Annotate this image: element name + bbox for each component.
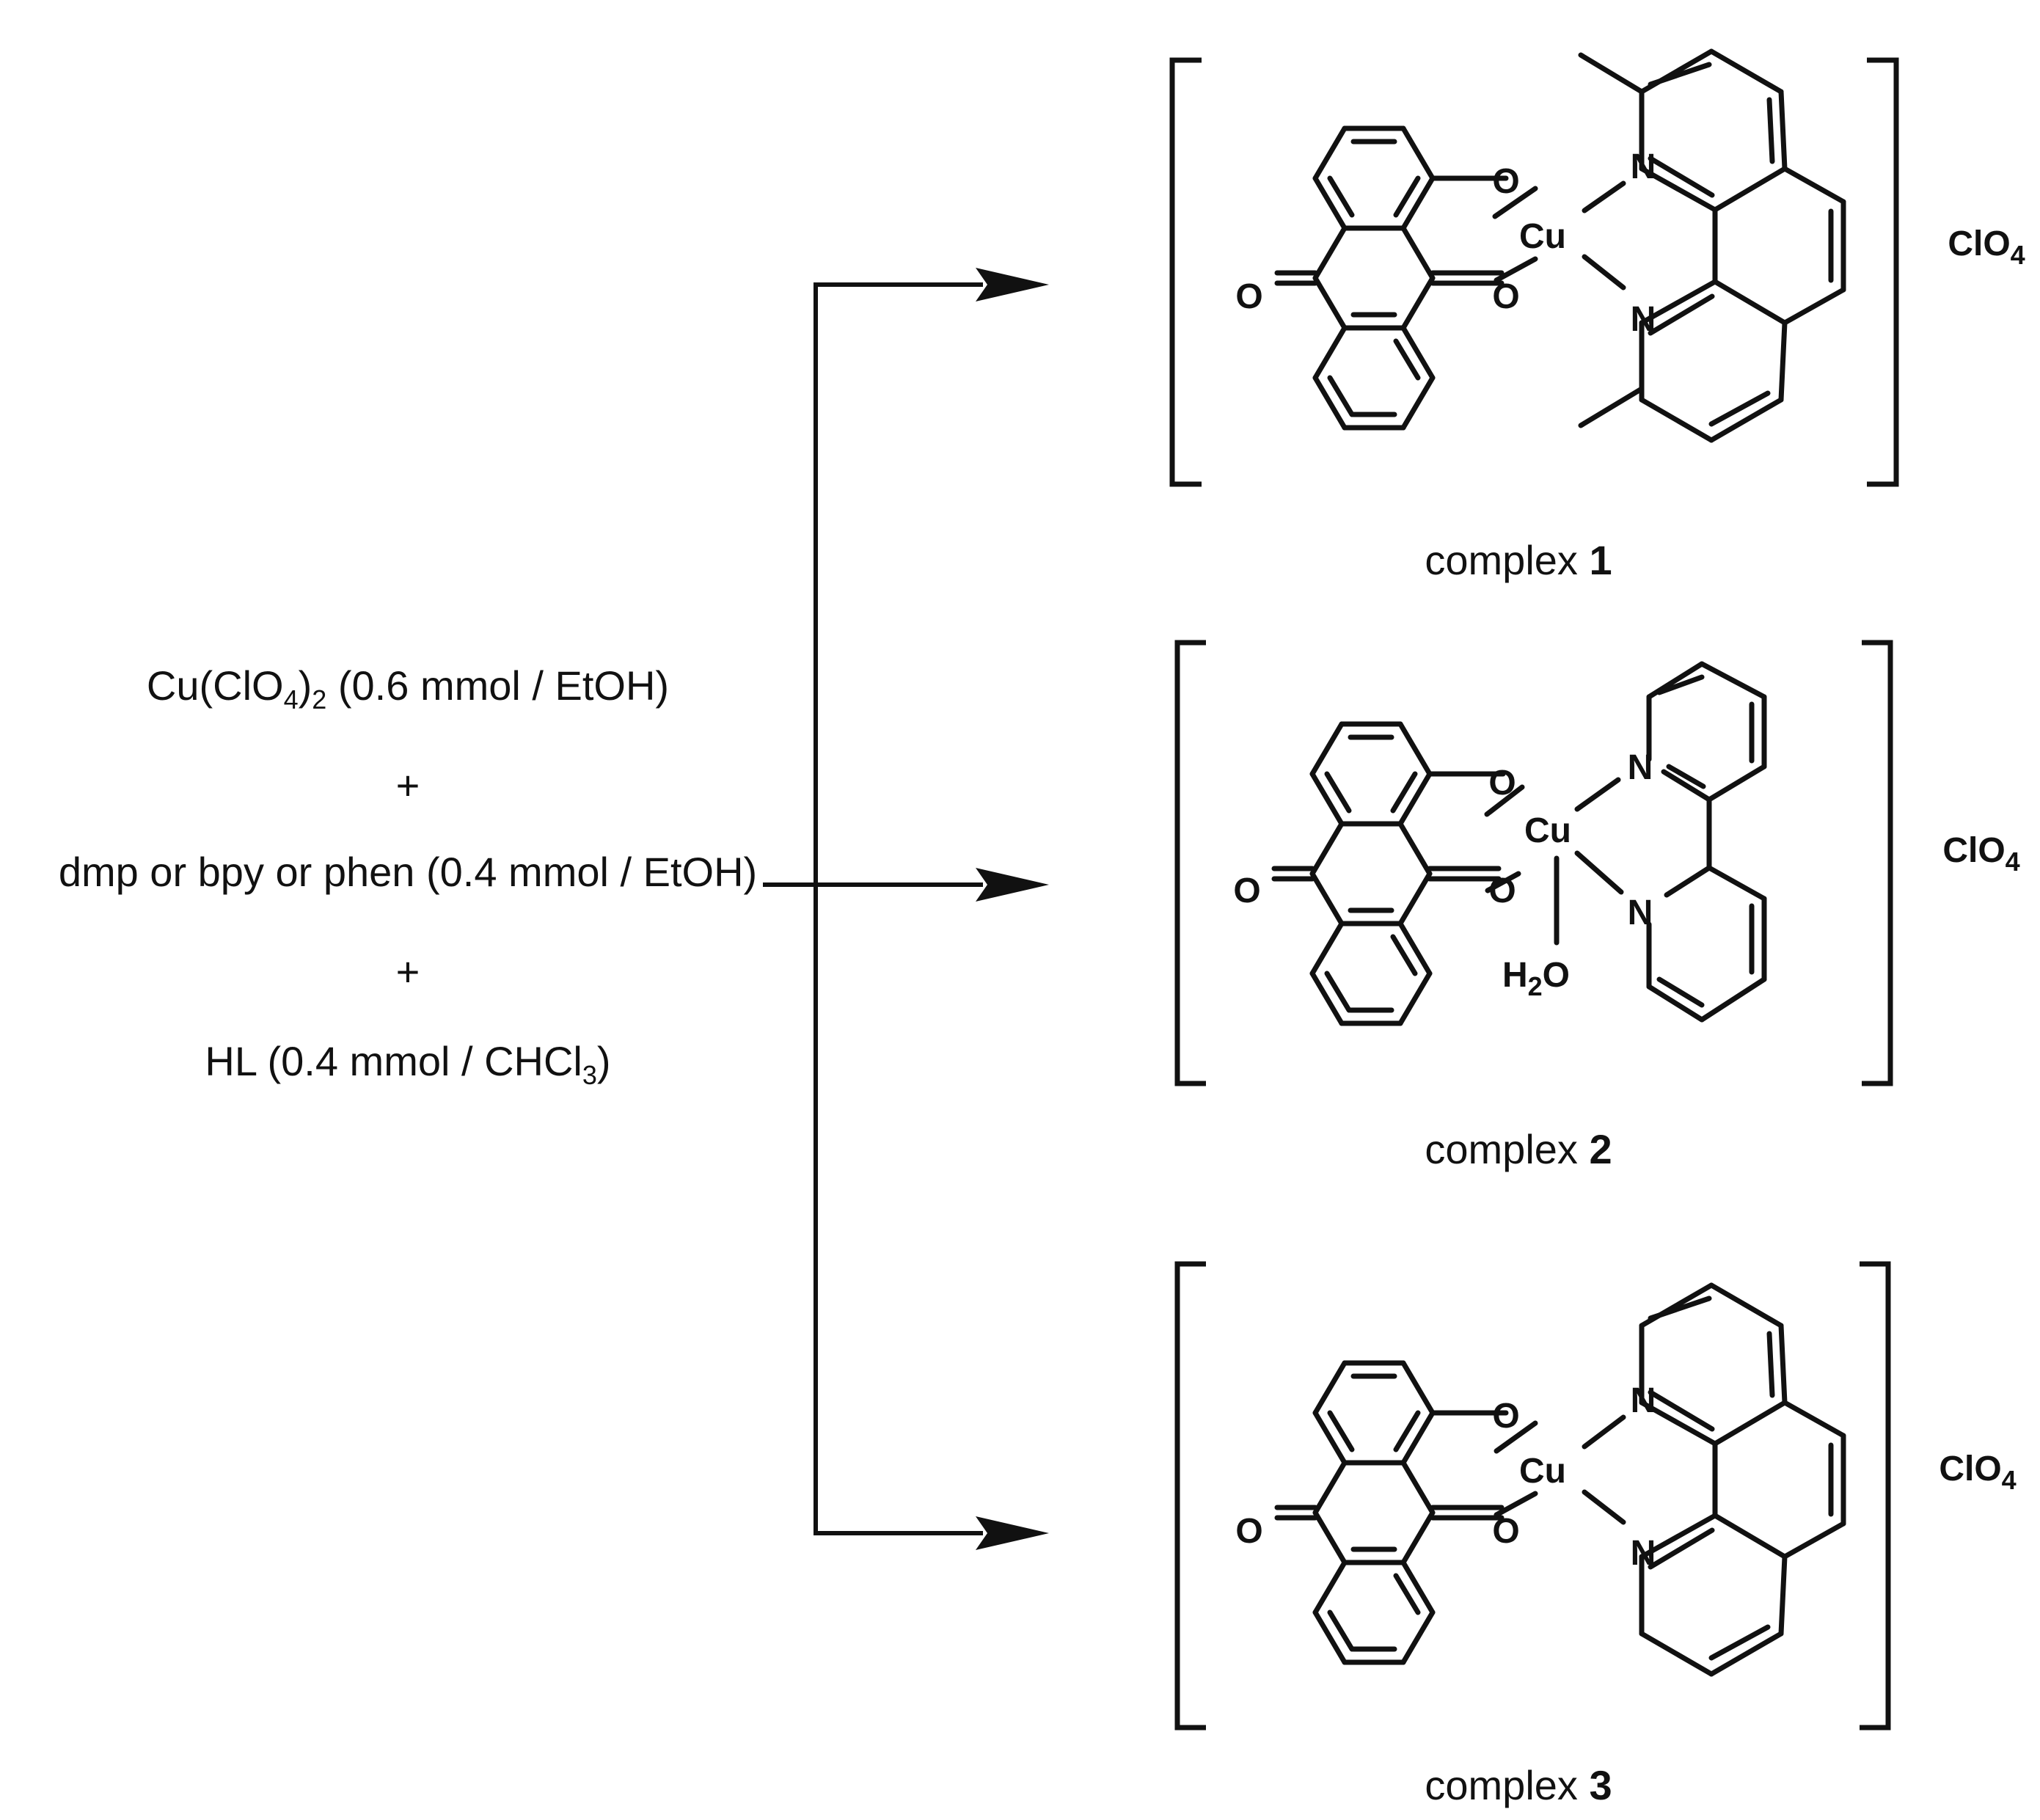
bracket-left [1174, 1261, 1206, 1731]
atom-n-1: N [1631, 147, 1656, 186]
complex-1-structure: O O O Cu N N ClO4 complex 1 [1169, 51, 2025, 583]
bracket-right [1867, 57, 1899, 487]
atom-o-carbonyl: O [1492, 1512, 1519, 1551]
reaction-arrows [763, 268, 1049, 1550]
arrow-head-complex-1 [976, 268, 1049, 301]
atom-copper: Cu [1519, 217, 1566, 256]
complex-2-structure: O O O Cu N N H2O ClO4 complex 2 [1174, 640, 2020, 1172]
bracket-right [1862, 640, 1893, 1086]
bracket-left [1169, 57, 1202, 487]
counter-ion: ClO4 [1942, 831, 2019, 877]
atom-o-carbonyl: O [1488, 871, 1516, 910]
complex-1-label: complex 1 [1425, 537, 1612, 583]
complex-3-structure: O O O Cu N N ClO4 complex 3 [1174, 1261, 2017, 1808]
counter-ion: ClO4 [1939, 1450, 2016, 1495]
atom-o-carbonyl: O [1492, 277, 1519, 316]
anthraquinone-ligand [1277, 1363, 1506, 1662]
plus-sign-1: + [396, 762, 420, 808]
dmp-ligand [1642, 51, 1843, 440]
atom-copper: Cu [1519, 1452, 1566, 1491]
counter-ion: ClO4 [1948, 224, 2025, 270]
plus-sign-2: + [396, 949, 420, 995]
anthraquinone-ligand [1277, 128, 1506, 428]
atom-o-phenolate: O [1488, 764, 1516, 803]
bracket-right [1860, 1261, 1891, 1731]
complex-2-label: complex 2 [1425, 1126, 1612, 1172]
atom-n-1: N [1628, 748, 1653, 787]
reagent-copper-salt-text: Cu(ClO [147, 662, 284, 709]
atom-o-phenolate: O [1492, 1397, 1519, 1436]
water-ligand: H2O [1502, 956, 1570, 1001]
atom-n-1: N [1631, 1381, 1656, 1420]
arrow-head-complex-2 [976, 868, 1049, 902]
atom-o-quinone: O [1235, 277, 1262, 316]
atom-o-quinone: O [1233, 871, 1260, 910]
atom-n-2: N [1631, 1534, 1656, 1573]
reagent-hl: HL (0.4 mmol / CHCl3) [205, 1038, 610, 1090]
atom-n-2: N [1631, 300, 1656, 339]
atom-o-quinone: O [1235, 1512, 1262, 1551]
atom-o-phenolate: O [1492, 162, 1519, 201]
reagent-diimine-ligand: dmp or bpy or phen (0.4 mmol / EtOH) [59, 849, 757, 895]
bracket-left [1174, 640, 1206, 1086]
anthraquinone-ligand [1274, 724, 1503, 1023]
complex-3-label: complex 3 [1425, 1762, 1612, 1808]
reagent-copper-salt: Cu(ClO4)2 (0.6 mmol / EtOH) [147, 662, 669, 715]
atom-n-2: N [1628, 893, 1653, 932]
atom-copper: Cu [1524, 811, 1571, 850]
arrow-head-complex-3 [976, 1516, 1049, 1550]
phen-ligand [1642, 1285, 1843, 1674]
